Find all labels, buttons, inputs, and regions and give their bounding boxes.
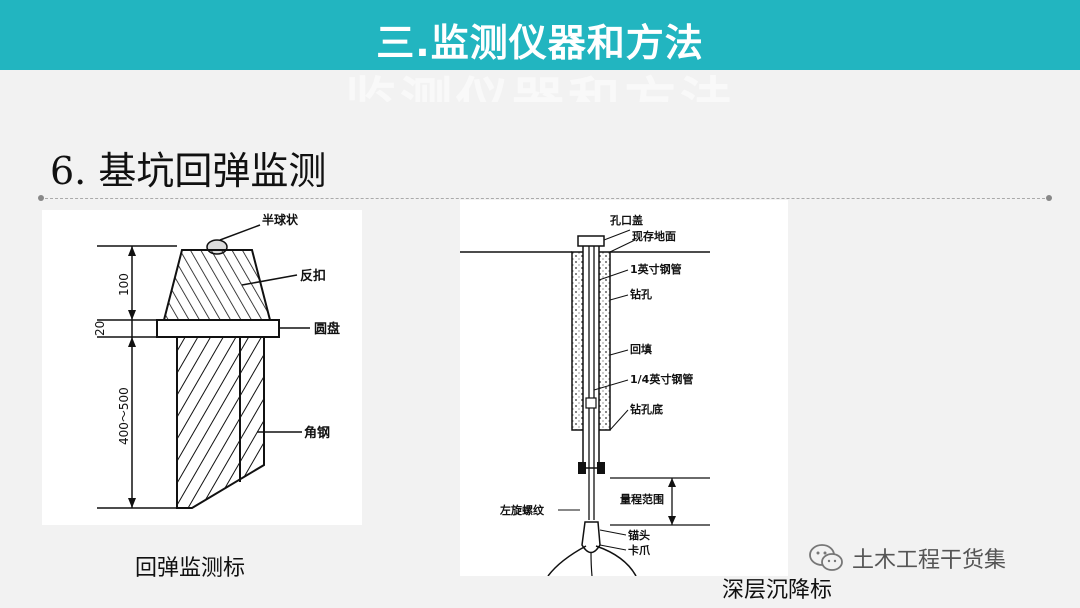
section-title: 6. 基坑回弹监测 xyxy=(50,149,327,193)
label-hole-bottom: 钻孔底 xyxy=(630,402,663,416)
label-pipe1: 1英寸钢管 xyxy=(630,262,682,276)
page-title: 三.监测仪器和方法 xyxy=(376,21,704,65)
ghost-title: 监测仪器和方法 xyxy=(0,60,1080,102)
label-anchor: 锚头 xyxy=(628,528,650,542)
angle-steel-body xyxy=(176,336,265,509)
caption-rebound-mark: 回弹监测标 xyxy=(135,556,246,581)
watermark-text: 土木工程干货集 xyxy=(852,548,1007,573)
dim-100: 100 xyxy=(117,273,131,296)
outer-pipe xyxy=(582,243,600,469)
wechat-icon xyxy=(809,544,843,571)
label-angle-steel: 角钢 xyxy=(304,425,330,441)
disc-plate xyxy=(156,319,280,338)
label-backfill: 回填 xyxy=(630,342,652,356)
reverse-buckle-block xyxy=(162,249,272,321)
caption-settlement-mark: 深层沉降标 xyxy=(722,578,833,603)
divider-dot-right xyxy=(1046,195,1052,201)
label-ground: 现存地面 xyxy=(632,229,676,243)
watermark: 土木工程干货集 xyxy=(808,540,1006,576)
hole-cap xyxy=(577,235,605,247)
settlement-mark-diagram: 孔口盖 现存地面 1英寸钢管 钻孔 回填 1/4英寸钢管 钻孔底 量程范围 左旋… xyxy=(460,200,788,577)
label-left-thread: 左旋螺纹 xyxy=(499,503,545,517)
label-range: 量程范围 xyxy=(620,492,664,506)
settlement-mark-svg: 孔口盖 现存地面 1英寸钢管 钻孔 回填 1/4英寸钢管 钻孔底 量程范围 左旋… xyxy=(460,213,710,577)
label-hemisphere: 半球状 xyxy=(262,212,299,227)
rebound-mark-diagram: 半球状 反扣 圆盘 角钢 100 20 400～500 xyxy=(42,210,362,525)
label-hole-cap: 孔口盖 xyxy=(610,213,643,227)
dim-20: 20 xyxy=(93,321,107,336)
anchor-head xyxy=(581,521,601,554)
header-banner: 三.监测仪器和方法 xyxy=(0,0,1080,70)
label-borehole: 钻孔 xyxy=(630,287,652,301)
label-claw: 卡爪 xyxy=(628,543,651,557)
label-pipe2: 1/4英寸钢管 xyxy=(630,372,693,386)
rebound-mark-svg: 半球状 反扣 圆盘 角钢 100 20 400～500 xyxy=(93,212,340,509)
divider-dot-left xyxy=(38,195,44,201)
label-disc: 圆盘 xyxy=(314,321,340,337)
divider xyxy=(40,198,1050,199)
dim-400-500: 400～500 xyxy=(117,387,131,445)
label-reverse-buckle: 反扣 xyxy=(300,268,326,284)
